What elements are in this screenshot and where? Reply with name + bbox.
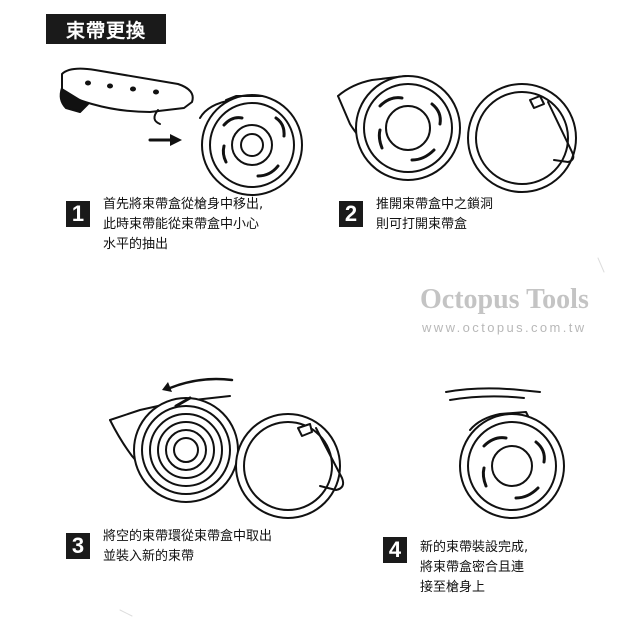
step-4-line: 將束帶盒密合且連 xyxy=(420,560,525,575)
cassette-lid xyxy=(337,75,413,97)
watermark-url: www.octopus.com.tw xyxy=(422,320,587,335)
step-4-text: 新的束帶裝設完成, 將束帶盒密合且連 接至槍身上 xyxy=(420,538,528,598)
step-4-line: 接至槍身上 xyxy=(420,580,486,595)
step-2-text: 推開束帶盒中之鎖洞 則可打開束帶盒 xyxy=(376,195,493,235)
band-strip xyxy=(445,387,541,393)
step-4-illustration xyxy=(445,387,565,519)
step-4-line: 新的束帶裝設完成, xyxy=(420,540,529,555)
step-1-number: 1 xyxy=(66,201,90,227)
step-3-number: 3 xyxy=(66,533,90,559)
tool-gun-hook xyxy=(153,109,161,125)
step-1-line: 水平的抽出 xyxy=(103,237,169,252)
tool-gun-grip xyxy=(59,87,89,113)
step-2-line: 則可打開束帶盒 xyxy=(376,217,468,232)
watermark-brand-name: Octopus Tools xyxy=(420,284,589,315)
step-1-text: 首先將束帶盒從槍身中移出, 此時束帶能從束帶盒中小心 水平的抽出 xyxy=(103,195,263,255)
step-3-illustration xyxy=(109,377,345,519)
step-2-illustration xyxy=(337,75,577,193)
step-1-illustration xyxy=(59,67,303,196)
empty-band-ring xyxy=(235,413,341,519)
step-4-number: 4 xyxy=(383,537,407,563)
step-2-line: 推開束帶盒中之鎖洞 xyxy=(376,197,494,212)
step-1-line: 此時束帶能從束帶盒中小心 xyxy=(103,217,260,232)
step-3-line: 並裝入新的束帶 xyxy=(103,549,195,564)
tool-gun-holes xyxy=(85,80,159,95)
rotation-arrow-icon xyxy=(168,377,234,390)
step-1-line: 首先將束帶盒從槍身中移出, xyxy=(103,197,264,212)
step-3-line: 將空的束帶環從束帶盒中取出 xyxy=(103,529,273,544)
step-2-number: 2 xyxy=(339,201,363,227)
cassette-outer-ring xyxy=(201,94,303,196)
page-title: 束帶更換 xyxy=(46,14,166,44)
cassette-base xyxy=(467,83,577,193)
step-3-text: 將空的束帶環從束帶盒中取出 並裝入新的束帶 xyxy=(103,527,272,567)
